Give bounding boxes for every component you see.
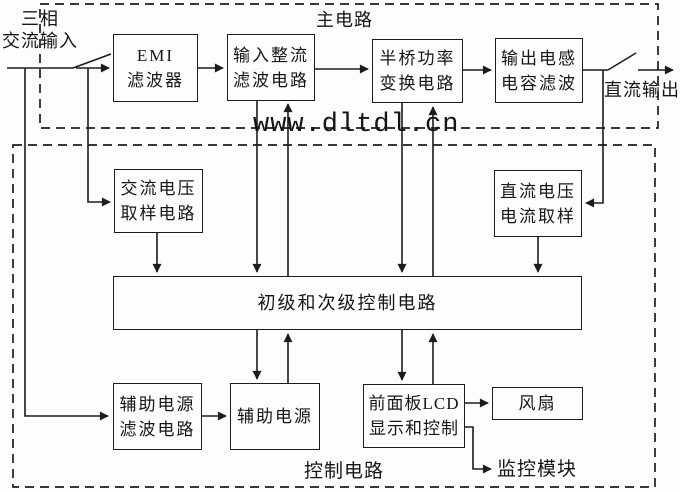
input-rectifier-label-2: 滤波电路 <box>233 70 309 90</box>
dc-sampling-label-2: 电流取样 <box>500 206 576 226</box>
ac-sampling-label-2: 取样电路 <box>120 204 197 223</box>
aux-filter-label-1: 辅助电源 <box>119 394 196 414</box>
control-circuit-boundary <box>12 144 656 488</box>
dc-sampling-block: 直流电压 电流取样 <box>494 170 582 237</box>
aux-filter-label-2: 滤波电路 <box>119 419 196 439</box>
dc-sampling-label-1: 直流电压 <box>500 181 576 201</box>
fan-block: 风扇 <box>492 387 583 420</box>
three-phase-input-line2: 交流输入 <box>2 31 78 51</box>
wire-dc-to-sampling <box>585 70 604 208</box>
watermark-text: www.dltdl.cn <box>253 110 460 140</box>
input-rectifier-block: 输入整流 滤波电路 <box>227 34 315 101</box>
emi-filter-label-1: EMI <box>136 46 175 65</box>
ac-sampling-block: 交流电压 取样电路 <box>114 169 203 233</box>
control-circuit-block: 初级和次级控制电路 <box>113 276 582 330</box>
ac-sampling-label-1: 交流电压 <box>120 179 197 198</box>
wire-lcd-to-monitor <box>465 426 492 474</box>
lcd-panel-label-1: 前面板LCD <box>368 394 460 413</box>
emi-filter-block: EMI 滤波器 <box>113 34 198 102</box>
output-switch-blade <box>607 52 637 71</box>
dc-output-label: 直流输出 <box>604 80 680 100</box>
main-circuit-boundary <box>39 3 659 129</box>
half-bridge-label-1: 半桥功率 <box>379 49 456 68</box>
emi-filter-label-2: 滤波器 <box>127 71 184 90</box>
monitor-module-label: 监控模块 <box>497 459 578 480</box>
control-circuit-label: 初级和次级控制电路 <box>257 292 438 313</box>
input-switch-blade <box>72 53 112 69</box>
half-bridge-label-2: 变换电路 <box>379 74 456 93</box>
aux-power-label: 辅助电源 <box>237 407 313 426</box>
control-region-title: 控制电路 <box>304 461 385 482</box>
three-phase-input-label: 三相 交流输入 <box>0 8 80 52</box>
aux-filter-block: 辅助电源 滤波电路 <box>113 383 202 450</box>
output-filter-block: 输出电感 电容滤波 <box>495 38 583 103</box>
output-filter-label-1: 输出电感 <box>501 48 577 68</box>
lcd-panel-label-2: 显示和控制 <box>369 419 459 438</box>
half-bridge-block: 半桥功率 变换电路 <box>372 39 463 103</box>
main-region-title: 主电路 <box>316 10 373 30</box>
three-phase-input-line1: 三相 <box>21 9 59 29</box>
input-rectifier-label-1: 输入整流 <box>233 45 309 65</box>
wire-ac-to-acsampling <box>87 68 111 207</box>
lcd-panel-block: 前面板LCD 显示和控制 <box>363 384 465 448</box>
wire-ac-to-auxfilter <box>24 68 109 421</box>
output-filter-label-2: 电容滤波 <box>501 73 577 93</box>
aux-power-block: 辅助电源 <box>230 383 320 450</box>
fan-label: 风扇 <box>518 394 557 413</box>
